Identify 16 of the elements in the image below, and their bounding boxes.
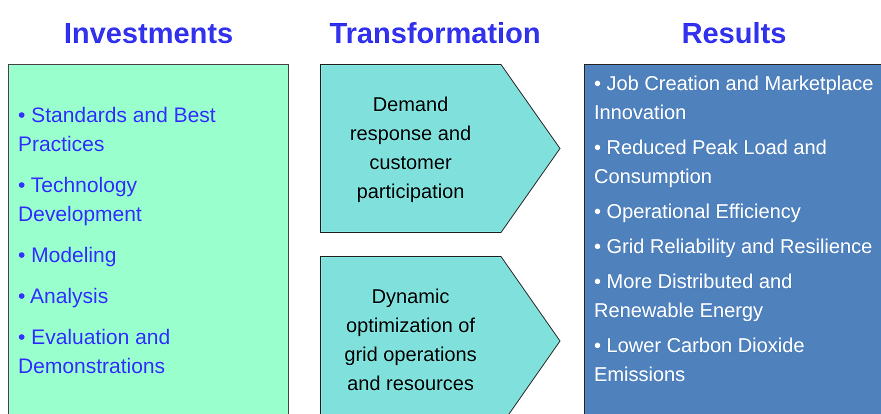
bullet-item: • Grid Reliability and Resilience bbox=[594, 235, 874, 260]
bullet-item: • Job Creation and Marketplace Innovation bbox=[594, 72, 874, 126]
step-text: Dynamic optimization of grid operations and resources bbox=[343, 285, 478, 397]
bullet-item: • Reduced Peak Load and Consumption bbox=[594, 136, 828, 190]
bullet-item: • Operational Efficiency bbox=[594, 200, 802, 225]
step-text: Demand response and customer participation bbox=[348, 92, 472, 204]
column-heading: Results bbox=[682, 16, 786, 48]
bullet-item: • Evaluation and Demonstrations bbox=[18, 325, 172, 380]
bullet-item: • More Distributed and Renewable Energy bbox=[594, 270, 794, 324]
bullet-item: • Lower Carbon Dioxide Emissions bbox=[594, 334, 806, 388]
bullet-item: • Standards and Best Practices bbox=[18, 103, 217, 158]
column-heading: Investments bbox=[64, 16, 234, 48]
bullet-item: • Modeling bbox=[18, 243, 118, 269]
bullet-item: • Technology Development bbox=[18, 173, 143, 228]
column-heading: Transformation bbox=[329, 16, 541, 48]
bullet-item: • Analysis bbox=[18, 284, 110, 310]
